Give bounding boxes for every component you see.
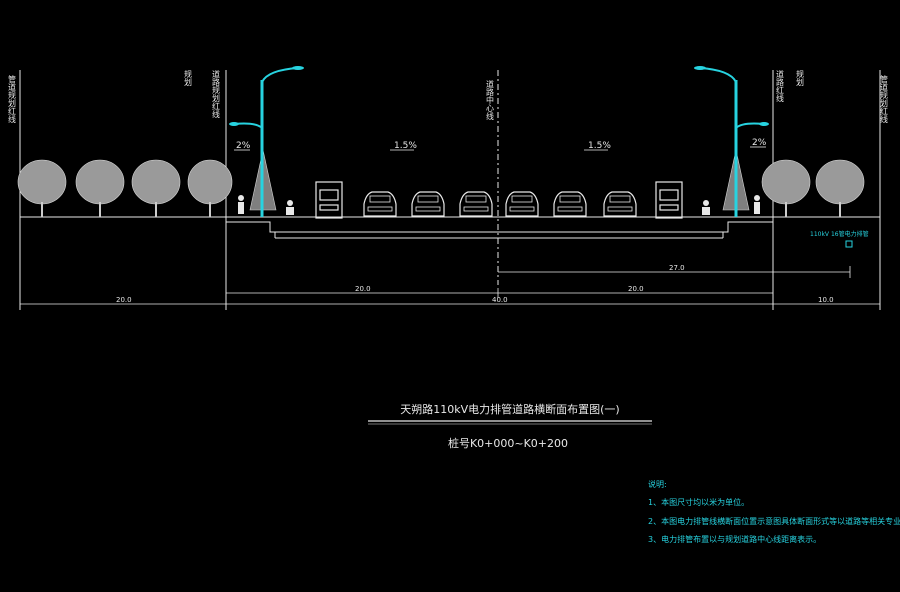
dim-right-half: 20.0 [628, 285, 644, 293]
note-item: 3、电力排管布置以与规划道路中心线距离表示。 [648, 534, 821, 544]
road-profile [226, 221, 773, 233]
car [505, 191, 539, 217]
label-far-right: 管道规划红线 [880, 74, 889, 123]
truck-left [315, 181, 343, 219]
car [363, 191, 397, 217]
street-lamp-right [694, 66, 769, 217]
label-far-left: 管道规划红线 [8, 74, 17, 123]
label-right-1: 道路红线 [776, 69, 785, 102]
pedestrian-right [702, 195, 760, 215]
trees-left [17, 159, 233, 217]
dim-offset: 27.0 [669, 264, 685, 272]
notes-heading: 说明: [648, 479, 667, 489]
car [603, 191, 637, 217]
note-item: 1、本图尺寸均以米为单位。 [648, 497, 749, 507]
dimension-lines [20, 266, 880, 310]
drawing-subtitle: 桩号K0+000~K0+200 [448, 436, 568, 450]
car [459, 191, 493, 217]
label-left-2: 道路规划红线 [212, 69, 221, 118]
street-lamp-left [229, 66, 304, 217]
dim-right-outer: 10.0 [818, 296, 834, 304]
cable-label: 110kV 16管电力排管 [810, 230, 869, 238]
note-item: 2、本图电力排管线横断面位置示意图具体断面形式等以道路等相关专业为准。 [648, 516, 900, 526]
slope-right-carriageway: 1.5% [588, 141, 611, 151]
slope-left-sidewalk: 2% [236, 141, 251, 151]
cable-marker [845, 240, 853, 248]
drawing-title: 天朔路110kV电力排管道路横断面布置图(一) [400, 402, 619, 416]
car [553, 191, 587, 217]
dim-left-outer: 20.0 [116, 296, 132, 304]
dim-total: 40.0 [492, 296, 508, 304]
label-right-2: 规划 [796, 69, 805, 86]
label-center: 道路中心线 [486, 79, 495, 120]
dim-left-half: 20.0 [355, 285, 371, 293]
truck-right [655, 181, 683, 219]
car [411, 191, 445, 217]
cars [363, 191, 637, 217]
slope-left-carriageway: 1.5% [394, 141, 417, 151]
pedestrian-left [238, 195, 294, 215]
label-left-1: 规划 [184, 69, 193, 86]
slope-right-sidewalk: 2% [752, 138, 767, 148]
trees-right [761, 159, 865, 217]
